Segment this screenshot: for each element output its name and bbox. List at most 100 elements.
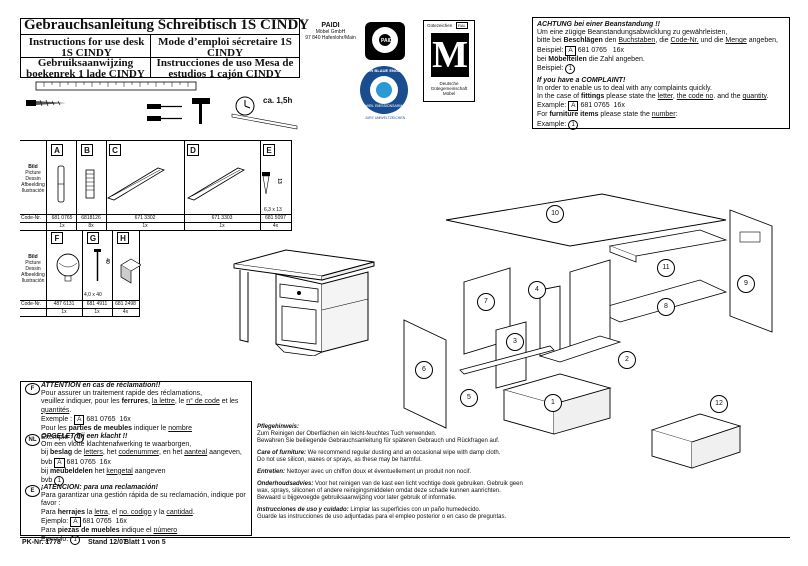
nl-line1: Om een vlotte klachtenafwerking te waarb… bbox=[41, 441, 192, 449]
title-en: Instructions for use desk 1S CINDY bbox=[28, 36, 145, 59]
complaint-en-1: In order to enable us to deal with any c… bbox=[537, 85, 712, 93]
part-marker-1: 1 bbox=[544, 394, 562, 412]
row2-label-bild: Bild bbox=[28, 254, 38, 260]
knob-screw-icon bbox=[94, 249, 101, 281]
footer-pk: PK-Nr. 1778 bbox=[22, 539, 61, 546]
title-divider bbox=[20, 34, 300, 35]
part-qty-C: 1x bbox=[142, 223, 148, 229]
care-en-1: Care of furniture: We recommend regular … bbox=[257, 450, 501, 456]
complaint-de-example: Beispiel: A 681 0765 16x bbox=[537, 45, 625, 56]
ral-label: Gütezeichen bbox=[427, 23, 453, 28]
care-fr: Entretien: Nettoyer avec un chiffon doux… bbox=[257, 469, 472, 475]
part-qty-A: 1x bbox=[59, 223, 65, 229]
row2-label-dessin: Dessin bbox=[25, 266, 41, 272]
paidi-logo: PAIDI bbox=[365, 22, 405, 60]
complaint-en-3: For furniture items please state the num… bbox=[537, 111, 678, 119]
complaint-de-example2: Beispiel: 1 bbox=[537, 63, 785, 74]
fr-title: ATTENTION en cas de réclamation!! bbox=[41, 382, 161, 389]
part-qty-H: 4x bbox=[122, 309, 129, 315]
footer-stand: Stand 12/07 bbox=[88, 539, 127, 546]
part-code-C: 671 3302 bbox=[134, 215, 156, 221]
ral-badge: Gütezeichen RAL M Deutsche Gütegemeinsch… bbox=[423, 20, 475, 102]
company-name: PAIDI bbox=[321, 22, 340, 29]
complaint-en-example2: Example: 1 bbox=[537, 119, 785, 130]
title-block bbox=[20, 18, 300, 78]
part-marker-3: 3 bbox=[506, 333, 524, 351]
row-labels-1: Bild Picture Dessin Afbeelding Ilustraci… bbox=[20, 164, 46, 194]
knob-icon bbox=[56, 253, 80, 282]
fr-line1: Pour assurer un traitement rapide des ré… bbox=[41, 390, 203, 398]
row2-label-picture: Picture bbox=[25, 260, 41, 266]
title-vdivider bbox=[150, 34, 151, 78]
part-qty-F: 1x bbox=[61, 309, 67, 315]
es-example2: Ejemplo: 1 bbox=[41, 535, 251, 546]
part-letter-H: H bbox=[117, 232, 129, 244]
complaint-en-example: Example: A 681 0765 16x bbox=[537, 101, 625, 112]
flag-es: E bbox=[25, 485, 40, 497]
part-G-dim: 4,0 x 40 bbox=[84, 292, 102, 298]
complaint-de-3: bei Möbelteilen die Zahl angeben. bbox=[537, 55, 645, 63]
row-label-picture: Picture bbox=[25, 170, 41, 176]
es-line1: Para garantizar una gestión rápida de su… bbox=[41, 492, 246, 508]
care-en-2: Do not use silicon, waxes or sprays, as … bbox=[257, 457, 422, 463]
footer-blatt: Blatt 1 von 5 bbox=[124, 539, 166, 546]
ral-caption-3: Möbel bbox=[442, 91, 456, 96]
care-de-title: Pflegehinweis: bbox=[257, 424, 300, 430]
flag-fr: F bbox=[25, 383, 40, 395]
complaint-title-en: If you have a COMPLAINT! bbox=[537, 76, 626, 84]
part-marker-9: 9 bbox=[737, 275, 755, 293]
part-marker-2: 2 bbox=[618, 351, 636, 369]
connector-icon bbox=[85, 169, 95, 199]
part-code-G: 681 4911 bbox=[86, 301, 108, 307]
flag-nl: NL bbox=[25, 434, 40, 446]
row-label-bild: Bild bbox=[28, 164, 38, 170]
part-letter-A: A bbox=[51, 144, 63, 156]
part-marker-10: 10 bbox=[546, 205, 564, 223]
nl-example2: bvb 1 bbox=[41, 475, 251, 486]
part-letter-E: E bbox=[263, 144, 275, 156]
complaint-de-2: bitte bei Beschlägen den Buchstaben, die… bbox=[537, 37, 778, 45]
part-marker-12: 12 bbox=[710, 395, 728, 413]
company-line2: 97 840 Hafenlohr/Main bbox=[305, 35, 356, 41]
es-line3: Para piezas de muebles indique el número bbox=[41, 526, 178, 534]
part-letter-C: C bbox=[109, 144, 121, 156]
row-label-dessin: Dessin bbox=[25, 176, 41, 182]
part-E-size: 13 bbox=[275, 178, 282, 184]
care-nl-3: Bewaard u bijgevoegde gebruiksaanwijzing… bbox=[257, 495, 457, 501]
nl-line3: bij meubeldelen het kengetal aangeven bbox=[41, 467, 166, 475]
exploded-view bbox=[403, 193, 773, 469]
part-code-H: 681 2498 bbox=[115, 301, 136, 307]
part-G-size: 40 bbox=[103, 258, 110, 264]
dowel-icon bbox=[57, 165, 65, 203]
part-code-D: 671 3303 bbox=[211, 215, 233, 221]
care-es-1: Instrucciones de uso y cuidado: Limpiar … bbox=[257, 507, 481, 513]
part-code-F: 487 6131 bbox=[53, 301, 75, 307]
part-code-E: 681 5097 bbox=[265, 215, 286, 221]
parts-row2-drawings bbox=[56, 249, 141, 284]
title-divider-2 bbox=[20, 57, 300, 58]
ral-letter: M bbox=[431, 33, 469, 77]
nl-example: bvb A 681 0765 16x bbox=[41, 457, 111, 468]
screwdriver-flat-icon bbox=[147, 116, 182, 121]
ral-caption: Deutsche Gütegemeinschaft Möbel bbox=[424, 81, 474, 96]
care-instructions: Pflegehinweis: Zum Reinigen der Oberfläc… bbox=[257, 424, 547, 521]
ral-caption-2: Gütegemeinschaft bbox=[430, 86, 468, 91]
code-label-2: Code-Nr. bbox=[21, 301, 42, 307]
parts-row1-drawings bbox=[57, 165, 270, 203]
fr-example2: Exemple : 1 bbox=[41, 433, 251, 444]
company-line1: Möbel GmbH bbox=[315, 29, 346, 35]
part-marker-8: 8 bbox=[657, 298, 675, 316]
blue-angel-sub: WEIL EMISSIONSARM bbox=[365, 104, 403, 108]
parts-table-row2 bbox=[20, 230, 140, 317]
part-marker-5: 5 bbox=[460, 389, 478, 407]
company-info: PAIDI Möbel GmbH 97 840 Hafenlohr/Main bbox=[303, 22, 358, 41]
part-letter-G: G bbox=[87, 232, 99, 244]
row-label-ilustracion: Ilustración bbox=[21, 188, 45, 194]
es-example: Ejemplo: A 681 0765 16x bbox=[41, 516, 127, 527]
part-code-A: 681 0765 bbox=[51, 215, 73, 221]
part-marker-7: 7 bbox=[477, 293, 495, 311]
nl-title: OPGELET bij een klacht !! bbox=[41, 433, 128, 440]
title-de: Gebrauchsanleitung Schreibtisch 1S CINDY bbox=[24, 17, 310, 33]
part-qty-E: 4x bbox=[272, 223, 279, 229]
drawer-runner-left-icon bbox=[107, 167, 165, 201]
